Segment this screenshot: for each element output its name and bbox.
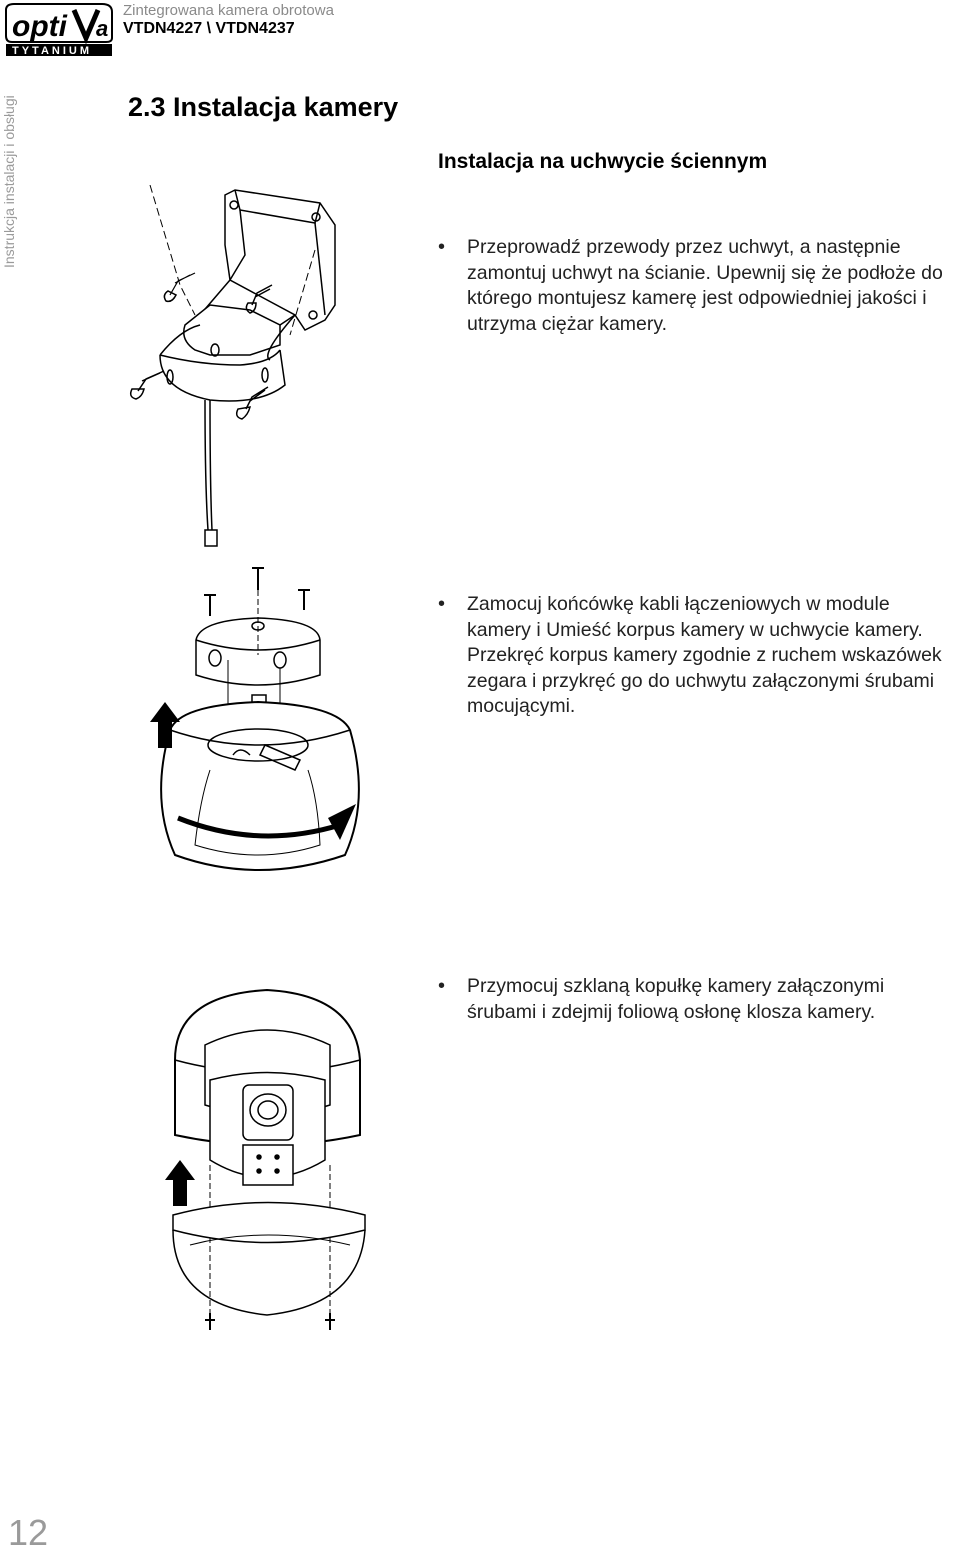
bullet-icon: • — [438, 975, 446, 997]
brand-logo: opti a TYTANIUM — [2, 2, 114, 58]
step-3-text: Przymocuj szklaną kopułkę kamery załączo… — [467, 975, 885, 1023]
step-3: • Przymocuj szklaną kopułkę kamery załąc… — [438, 974, 953, 1025]
bullet-icon: • — [438, 593, 446, 615]
side-label: Instrukcja instalacji i obsługi — [1, 95, 17, 268]
step-1-text: Przeprowadź przewody przez uchwyt, a nas… — [467, 236, 943, 335]
sub-title: Instalacja na uchwycie ściennym — [438, 150, 768, 173]
step-2-text: Zamocuj końcówkę kabli łączeniowych w mo… — [467, 593, 942, 717]
svg-text:opti: opti — [12, 10, 68, 43]
section-title: 2.3 Instalacja kamery — [128, 92, 399, 122]
step-2: • Zamocuj końcówkę kabli łączeniowych w … — [438, 592, 953, 720]
bullet-icon: • — [438, 236, 446, 258]
wall-bracket-illustration — [120, 184, 370, 560]
svg-text:a: a — [96, 16, 108, 41]
page-number: 12 — [8, 1512, 49, 1553]
step-1: • Przeprowadź przewody przez uchwyt, a n… — [438, 235, 953, 337]
svg-text:TYTANIUM: TYTANIUM — [12, 45, 92, 57]
camera-body-illustration — [140, 560, 380, 900]
dome-cover-illustration — [155, 985, 380, 1335]
header-model: VTDN4227 \ VTDN4237 — [123, 20, 295, 37]
header-subtitle: Zintegrowana kamera obrotowa — [123, 2, 334, 19]
